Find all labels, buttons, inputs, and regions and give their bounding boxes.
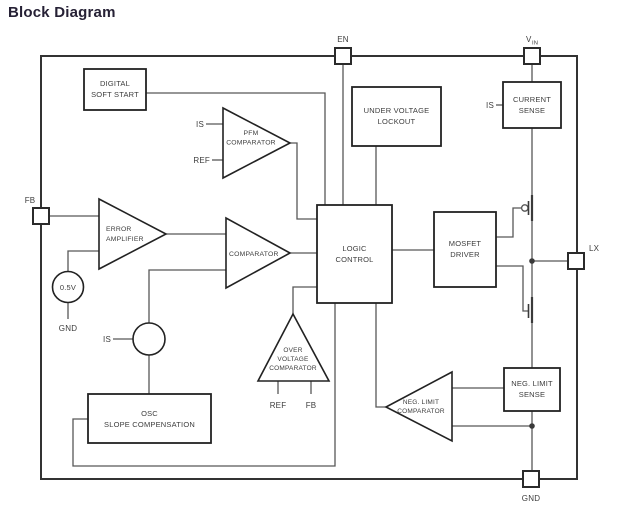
over-voltage-comparator-label-3: COMPARATOR xyxy=(269,365,317,372)
mosfet-driver-label-1: MOSFET xyxy=(449,239,482,248)
error-amplifier-triangle xyxy=(98,197,168,271)
voltage-ref-circle xyxy=(51,270,85,304)
vin-pin xyxy=(523,47,541,65)
current-sense-is-label: IS xyxy=(486,101,494,110)
wire-ovc-to-logic xyxy=(292,286,317,314)
wire-soft-start-to-logic xyxy=(146,92,326,205)
wire-neg-limit-comp-to-logic xyxy=(375,303,386,408)
neg-limit-comparator-label-1: NEG. LIMIT xyxy=(403,399,439,406)
under-voltage-lockout-block xyxy=(351,86,442,147)
neg-limit-comparator-label-2: COMPARATOR xyxy=(397,408,445,415)
error-amplifier-label-1: ERROR xyxy=(106,226,132,233)
is-summing-circle xyxy=(132,322,166,356)
page-title: Block Diagram xyxy=(8,4,116,21)
vin-pin-label: V xyxy=(526,35,532,44)
over-voltage-comparator-label-2: VOLTAGE xyxy=(277,356,309,363)
current-sense-block xyxy=(502,81,562,129)
fb-pin xyxy=(32,207,50,225)
logic-control-label-2: CONTROL xyxy=(335,255,373,264)
neg-limit-comparator-triangle xyxy=(384,370,453,443)
en-pin xyxy=(334,47,352,65)
digital-soft-start-label-2: SOFT START xyxy=(91,90,139,99)
over-voltage-comparator-triangle xyxy=(256,312,331,382)
mosfet-driver-label-2: DRIVER xyxy=(450,250,480,259)
gnd-pin-label: GND xyxy=(522,494,540,503)
ovc-fb-input-label: FB xyxy=(306,401,317,410)
osc-slope-compensation-block xyxy=(87,393,212,444)
wire-driver-to-pmos-gate xyxy=(496,207,522,238)
error-amplifier-label-2: AMPLIFIER xyxy=(106,236,144,243)
neg-limit-sense-label-2: SENSE xyxy=(519,390,545,399)
gnd-node-junction-dot xyxy=(529,423,535,429)
ovc-ref-input-label: REF xyxy=(270,401,287,410)
lx-pin-label: LX xyxy=(589,244,600,253)
osc-label-2: SLOPE COMPENSATION xyxy=(104,420,195,429)
wire-is-summing-to-comparator xyxy=(148,269,226,323)
wire-driver-to-nmos-gate xyxy=(496,265,528,312)
en-pin-label: EN xyxy=(337,35,349,44)
osc-label-1: OSC xyxy=(141,409,158,418)
switch-node-junction-dot xyxy=(529,258,535,264)
voltage-ref-gnd-label: GND xyxy=(59,324,77,333)
comparator-label: COMPARATOR xyxy=(229,251,279,258)
digital-soft-start-label-1: DIGITAL xyxy=(100,79,130,88)
pfm-comparator-triangle xyxy=(222,106,292,180)
mosfet-driver-block xyxy=(433,211,497,288)
under-voltage-lockout-label-1: UNDER VOLTAGE xyxy=(364,106,430,115)
logic-control-block xyxy=(316,204,393,304)
voltage-ref-label: 0.5V xyxy=(60,283,76,292)
current-sense-label-2: SENSE xyxy=(519,106,545,115)
over-voltage-comparator-label-1: OVER xyxy=(283,347,302,354)
pfm-comparator-label-1: PFM xyxy=(244,130,259,137)
gnd-pin xyxy=(522,470,540,488)
pfm-is-input-label: IS xyxy=(196,120,204,129)
digital-soft-start-block xyxy=(83,68,147,111)
pmos-gate-bubble-icon xyxy=(520,204,529,212)
fb-pin-label: FB xyxy=(25,196,36,205)
neg-limit-sense-block xyxy=(503,367,561,412)
wire-osc-to-logic xyxy=(72,303,336,467)
current-sense-label-1: CURRENT xyxy=(513,95,551,104)
comparator-triangle xyxy=(225,216,292,290)
logic-control-label-1: LOGIC xyxy=(342,244,367,253)
vin-pin-label-subscript: IN xyxy=(532,41,538,47)
pfm-ref-input-label: REF xyxy=(193,156,210,165)
neg-limit-sense-label-1: NEG. LIMIT xyxy=(511,379,553,388)
under-voltage-lockout-label-2: LOCKOUT xyxy=(378,117,416,126)
wire-vref-to-error-amp xyxy=(67,250,99,272)
is-summing-label: IS xyxy=(103,335,111,344)
lx-pin xyxy=(567,252,585,270)
wire-pfm-out-to-logic xyxy=(290,142,317,220)
pfm-comparator-label-2: COMPARATOR xyxy=(226,140,276,147)
